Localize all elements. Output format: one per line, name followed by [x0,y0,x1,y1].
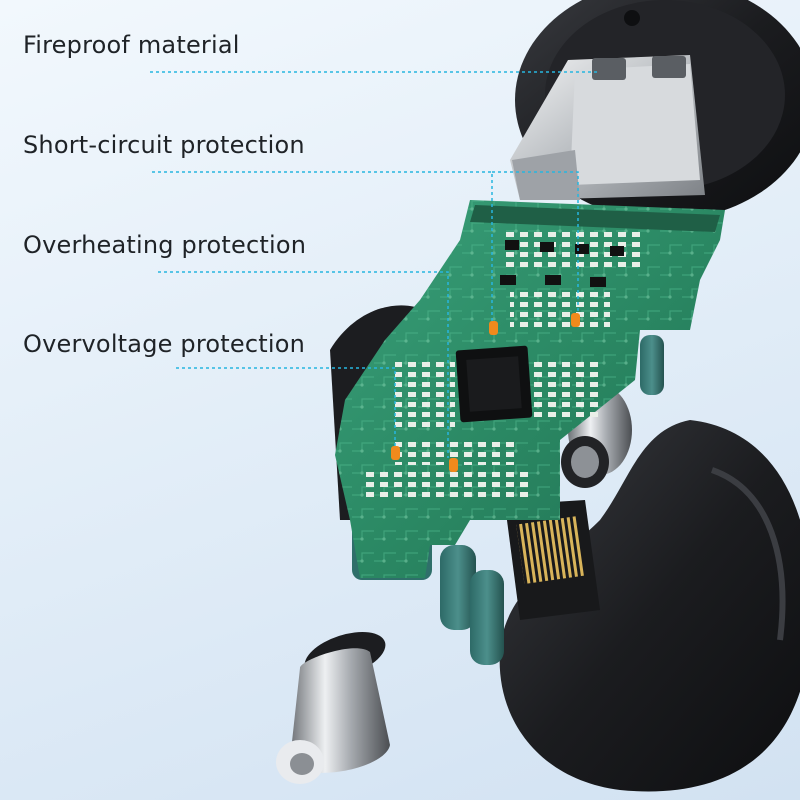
callout-leader-lines [150,71,600,458]
callout-fireproof-material: Fireproof material [23,31,240,59]
callout-short-circuit-protection: Short-circuit protection [23,131,305,159]
leader-overvoltage [176,367,396,446]
circuit-board [335,200,725,578]
callout-overheating-protection: Overheating protection [23,231,307,259]
leader-short-circuit [152,171,579,322]
usb-port [510,55,705,200]
leader-overheating [158,271,449,458]
callout-overvoltage-protection: Overvoltage protection [23,330,306,358]
loose-metal-contact [276,631,390,784]
controller-chip [455,345,533,423]
charger-housing-bottom [499,420,800,792]
board-connector [505,500,600,620]
